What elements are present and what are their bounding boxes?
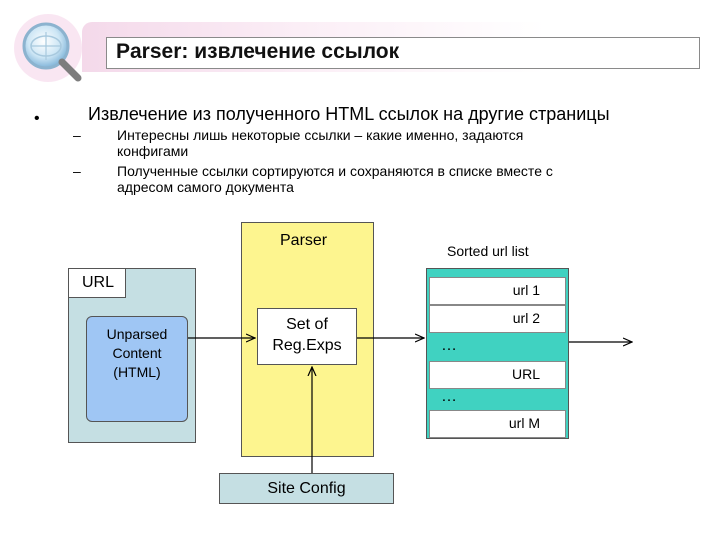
unparsed-content-box	[86, 316, 188, 422]
unparsed-line-3: (HTML)	[113, 364, 161, 380]
bullet-marker: •	[34, 110, 40, 127]
site-config-box	[219, 473, 394, 504]
list-row-url-1: url 1	[429, 277, 566, 305]
site-config-label: Site Config	[267, 480, 346, 497]
list-row-label: URL	[511, 366, 540, 382]
magnifier-logo-icon	[8, 8, 92, 92]
regexps-box	[257, 308, 357, 365]
list-row-label: url M	[508, 415, 540, 431]
unparsed-line-2: Content	[112, 345, 162, 361]
sub-bullet-1-line-1: Интересны лишь некоторые ссылки – какие …	[117, 127, 524, 143]
list-ellipsis-1: …	[441, 337, 457, 354]
list-row-label: url 2	[512, 310, 540, 326]
list-row-url-m: url M	[429, 410, 566, 438]
dash-marker-1: –	[73, 127, 81, 143]
parser-label: Parser	[280, 232, 328, 249]
url-label: URL	[82, 274, 115, 291]
list-row-url-current: URL	[429, 361, 566, 389]
unparsed-line-1: Unparsed	[106, 326, 168, 342]
page-title: Parser: извлечение ссылок	[116, 40, 400, 63]
title-box	[106, 37, 700, 69]
bullet-main-text: Извлечение из полученного HTML ссылок на…	[88, 104, 610, 124]
list-ellipsis-2: …	[441, 388, 457, 405]
dash-marker-2: –	[73, 163, 81, 179]
sorted-list-title: Sorted url list	[447, 243, 529, 259]
regexps-line-1: Set of	[286, 316, 328, 333]
url-tag-box	[68, 268, 126, 298]
list-row-url-2: url 2	[429, 305, 566, 333]
list-row-label: url 1	[512, 282, 540, 298]
sub-bullet-1-line-2: конфигами	[117, 143, 189, 159]
sub-bullet-2-line-2: адресом самого документа	[117, 179, 294, 195]
sub-bullet-2-line-1: Полученные ссылки сортируются и сохраняю…	[117, 163, 553, 179]
regexps-line-2: Reg.Exps	[272, 337, 342, 354]
